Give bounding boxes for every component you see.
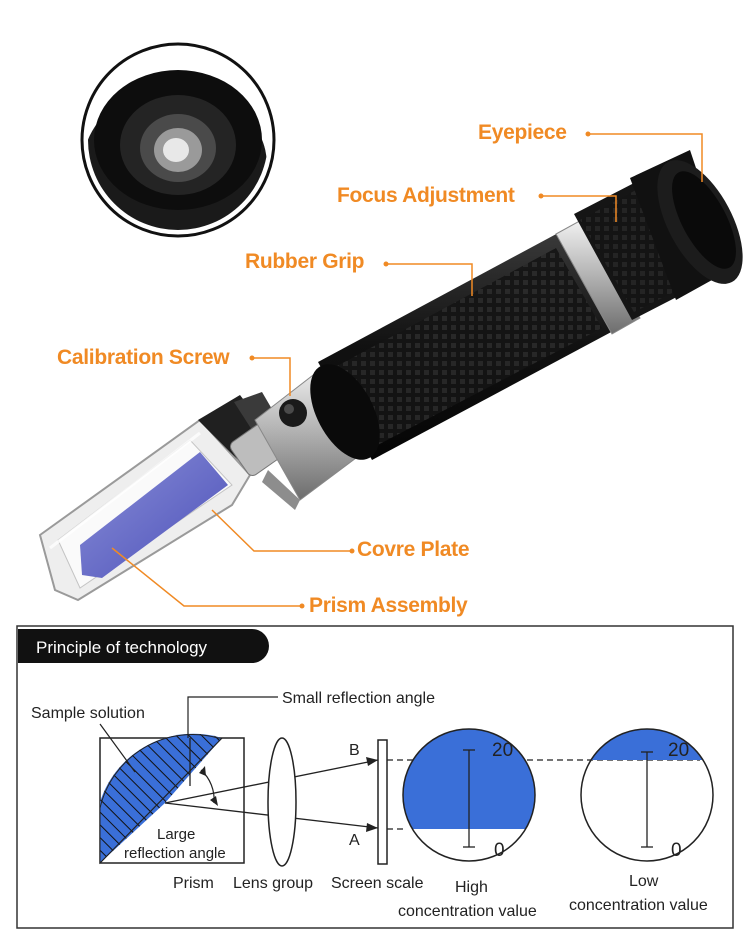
callout-eyepiece-label: Eyepiece xyxy=(478,121,567,144)
focus-ring xyxy=(574,180,698,320)
principle-badge-text: Principle of technology xyxy=(36,638,208,657)
callout-grip-label: Rubber Grip xyxy=(245,250,364,273)
callout-eyepiece: Eyepiece xyxy=(478,121,703,182)
principle-badge: Principle of technology xyxy=(18,629,269,663)
callouts: Eyepiece Focus Adjustment Rubber Grip Ca… xyxy=(57,121,703,617)
callout-cover-label: Covre Plate xyxy=(357,538,469,561)
callout-grip: Rubber Grip xyxy=(245,250,473,296)
low-scale-bottom: 0 xyxy=(671,840,682,861)
prism-assembly xyxy=(38,418,252,602)
high-scale-top: 20 xyxy=(492,740,513,761)
principle-diagram: Principle of technology Sample solution … xyxy=(16,625,734,929)
label-large-angle-1: Large xyxy=(157,826,195,843)
callout-focus-label: Focus Adjustment xyxy=(337,184,515,207)
point-a-label: A xyxy=(349,832,360,849)
label-low-2: concentration value xyxy=(569,897,708,914)
screen-scale: B A xyxy=(349,739,388,865)
lens-group xyxy=(267,737,297,867)
calibration-screw-head xyxy=(279,399,307,427)
high-scale-bottom: 0 xyxy=(494,840,505,861)
eyepiece-cup xyxy=(630,150,743,300)
label-low-1: Low xyxy=(629,873,659,890)
refractometer-device: ATC xyxy=(38,150,743,602)
point-b-label: B xyxy=(349,742,360,759)
label-high-1: High xyxy=(455,879,488,896)
label-screen-scale: Screen scale xyxy=(331,875,424,892)
rubber-grip xyxy=(310,232,615,460)
callout-cover: Covre Plate xyxy=(211,509,470,561)
label-large-angle-2: reflection angle xyxy=(124,845,226,862)
reading-high: 20 0 xyxy=(402,728,536,862)
label-small-angle: Small reflection angle xyxy=(282,690,435,707)
callout-focus: Focus Adjustment xyxy=(337,184,617,222)
label-lens-group: Lens group xyxy=(233,875,313,892)
callout-calibration-label: Calibration Screw xyxy=(57,346,230,369)
label-high-2: concentration value xyxy=(398,903,537,920)
callout-prism: Prism Assembly xyxy=(111,547,468,617)
eyepiece-closeup-inset xyxy=(80,42,276,238)
label-prism: Prism xyxy=(173,875,214,892)
callout-prism-label: Prism Assembly xyxy=(309,594,468,617)
label-sample-solution: Sample solution xyxy=(31,705,145,722)
low-scale-top: 20 xyxy=(668,740,689,761)
callout-calibration: Calibration Screw xyxy=(57,346,291,396)
metal-collar xyxy=(555,217,641,335)
